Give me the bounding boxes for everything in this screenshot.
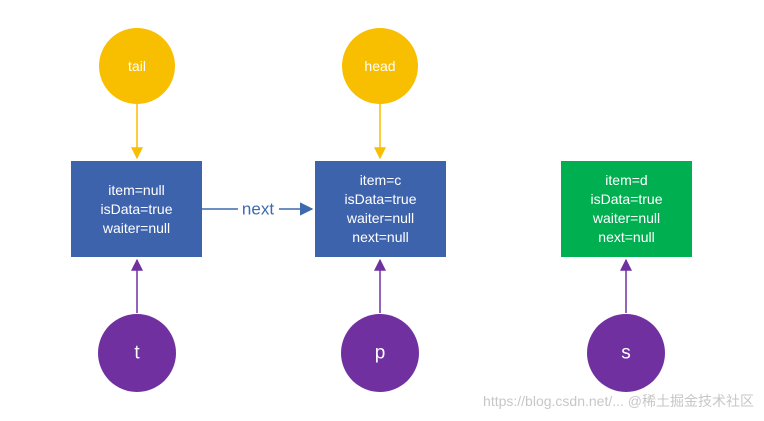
head-pointer: head [342, 28, 418, 104]
s-pointer: s [587, 314, 665, 392]
node-2-line-2: isData=true [345, 191, 417, 207]
node-1-line-2: isData=true [101, 201, 173, 217]
node-2-box [315, 161, 446, 257]
node-3-line-2: isData=true [591, 191, 663, 207]
node-2: item=c isData=true waiter=null next=null [315, 161, 446, 257]
s-label: s [621, 343, 631, 364]
node-3-box [561, 161, 692, 257]
watermark: https://blog.csdn.net/... @稀土掘金技术社区 [483, 393, 754, 409]
tail-pointer: tail [99, 28, 175, 104]
t-circle [98, 314, 176, 392]
node-1-box [71, 161, 202, 257]
node-2-line-4: next=null [352, 229, 408, 245]
t-label: t [134, 343, 140, 364]
p-label: p [375, 343, 386, 364]
p-pointer: p [341, 314, 419, 392]
s-circle [587, 314, 665, 392]
tail-label: tail [128, 58, 146, 74]
node-3: item=d isData=true waiter=null next=null [561, 161, 692, 257]
next-link-label: next [242, 200, 274, 219]
next-link: next [202, 200, 314, 219]
node-1-line-1: item=null [108, 182, 164, 198]
node-2-line-1: item=c [360, 172, 402, 188]
node-1-line-3: waiter=null [102, 220, 170, 236]
node-3-line-1: item=d [605, 172, 647, 188]
tail-circle [99, 28, 175, 104]
head-circle [342, 28, 418, 104]
node-2-line-3: waiter=null [346, 210, 414, 226]
node-1: item=null isData=true waiter=null [71, 161, 202, 257]
node-3-line-4: next=null [598, 229, 654, 245]
p-circle [341, 314, 419, 392]
head-label: head [364, 58, 395, 74]
t-pointer: t [98, 314, 176, 392]
node-3-line-3: waiter=null [592, 210, 660, 226]
